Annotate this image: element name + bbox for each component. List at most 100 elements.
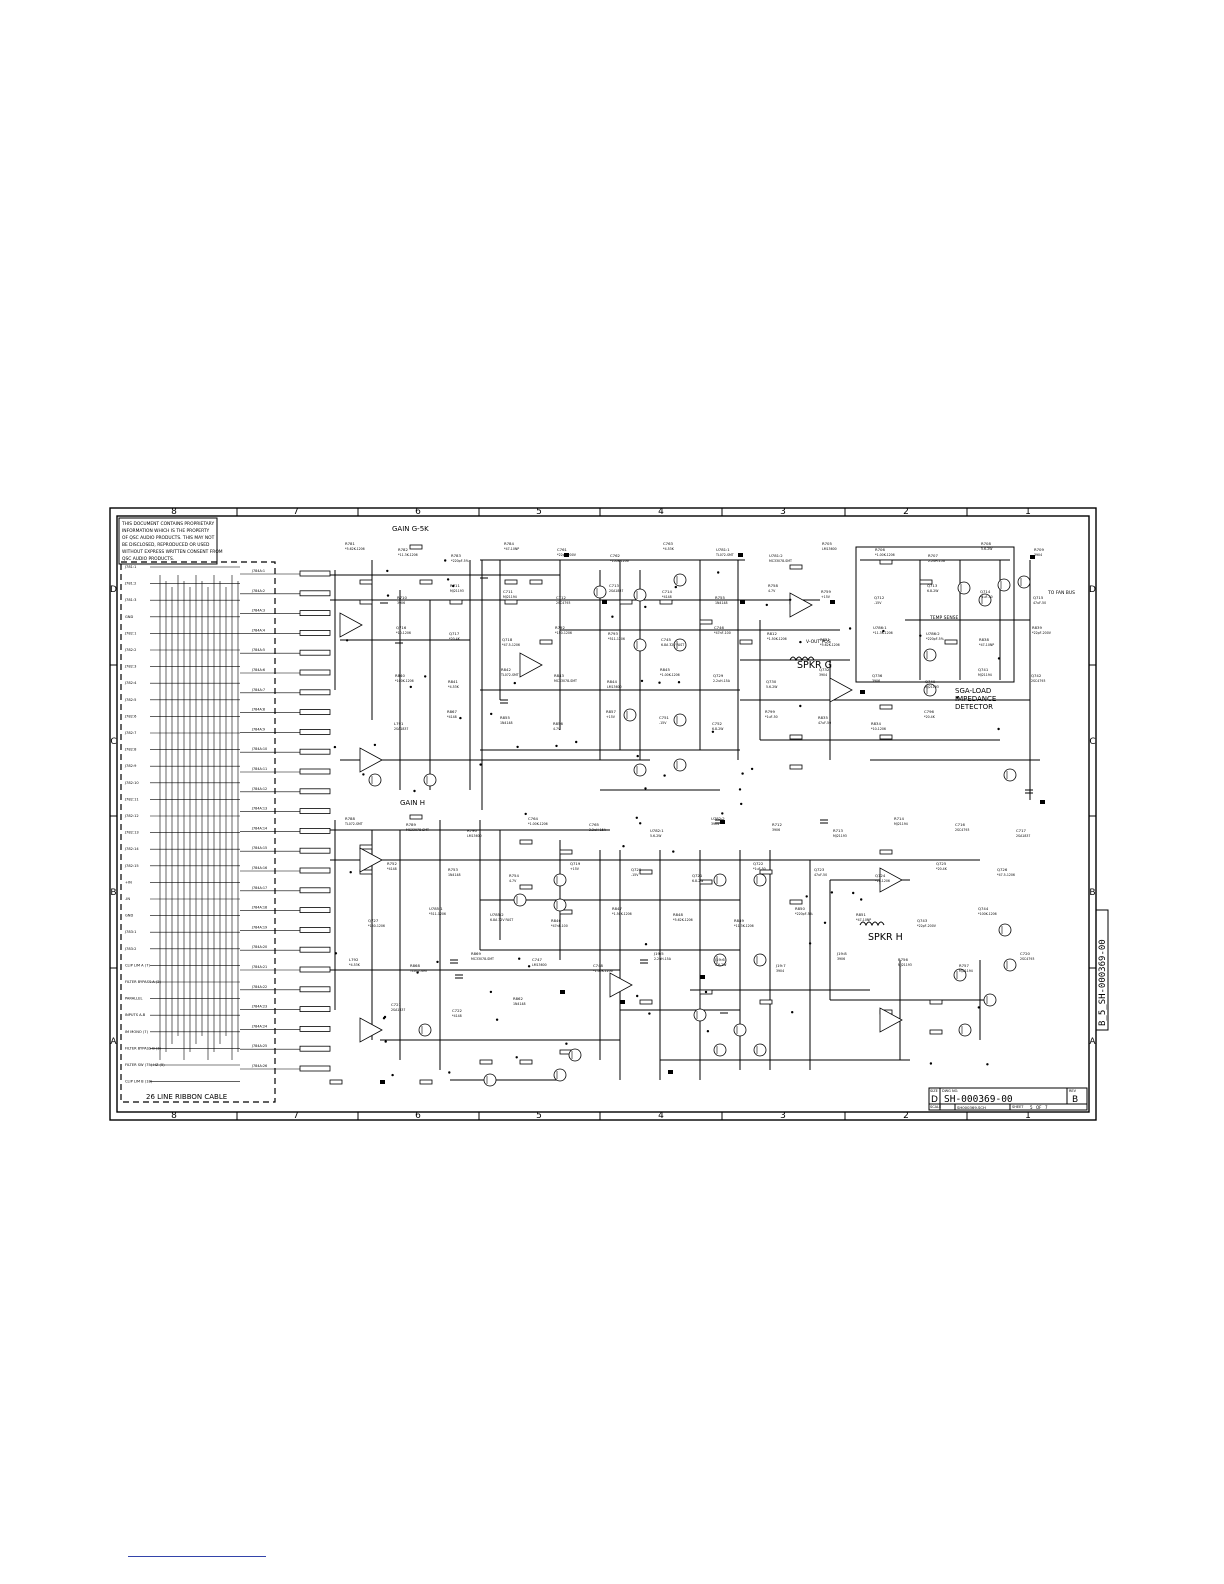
junction-dot	[424, 675, 427, 678]
transistor	[753, 953, 767, 967]
part-value: *47-10NP	[979, 643, 994, 647]
ribbon-pin-box	[299, 1045, 331, 1052]
part-value: *10-1206	[875, 879, 890, 883]
junction-dot	[929, 1062, 933, 1065]
junction-dot	[644, 787, 647, 790]
part-value: *4.53K	[663, 547, 675, 551]
transistor	[483, 1073, 497, 1087]
part-value: -15V	[874, 601, 882, 605]
notice-line-1: THIS DOCUMENT CONTAINS PROPRIETARY	[121, 521, 214, 527]
part-value: LM13600	[607, 685, 622, 689]
part-designator: R713	[833, 828, 843, 833]
transistor	[1017, 575, 1031, 589]
junction-dot	[765, 603, 768, 607]
sga-load-box	[855, 546, 1015, 683]
transistor	[673, 758, 687, 772]
transistor	[568, 1048, 582, 1062]
part-designator: C746	[714, 625, 724, 630]
title-revision: B	[1072, 1095, 1078, 1105]
part-designator: R851	[856, 912, 866, 917]
part-value: 3904	[1034, 553, 1042, 557]
transistor	[1003, 958, 1017, 972]
part-designator: C764	[528, 816, 538, 821]
part-designator: R755	[715, 595, 725, 600]
junction-dot	[860, 898, 863, 901]
resistor	[699, 619, 713, 625]
resistor	[519, 839, 533, 845]
ribbon-pin-label: J784A:15	[251, 846, 267, 850]
part-value: *220pF-5%	[795, 912, 813, 916]
part-designator: R710	[397, 595, 407, 600]
vout-pos-label: V-OUT POS	[806, 639, 831, 645]
transistor	[593, 585, 607, 599]
input-bus-lines	[159, 575, 239, 1060]
resistor	[504, 599, 518, 605]
left-input-label: J782:15	[124, 864, 139, 868]
sga-load-line-2: IMPEDANCE	[955, 695, 996, 703]
part-value: 3904	[711, 822, 719, 826]
junction-dot	[386, 594, 390, 597]
op-amp	[359, 1017, 383, 1043]
junction-dot	[524, 812, 527, 816]
ribbon-pin-label: J784A:11	[251, 767, 267, 771]
resistor	[639, 869, 653, 875]
junction-dot	[489, 990, 493, 994]
junction-dot	[852, 891, 855, 895]
connector-marker	[740, 600, 745, 604]
left-input-label: J782:11	[124, 797, 139, 801]
part-value: LM13600	[532, 963, 547, 967]
resistor	[789, 564, 803, 570]
part-value: -15V	[631, 873, 639, 877]
part-designator: R848	[673, 912, 683, 917]
part-value: 6.8-2W	[712, 727, 724, 731]
part-value: *4148	[662, 595, 672, 599]
part-designator: R781	[345, 541, 355, 546]
part-designator: C763	[663, 541, 673, 546]
junction-dot	[717, 571, 720, 574]
transistor	[673, 713, 687, 727]
resistor	[944, 639, 958, 645]
left-input-label: J782:4	[124, 681, 137, 685]
part-value: *20.4K	[924, 715, 936, 719]
junction-dot	[799, 640, 802, 644]
part-value: MJ21193	[450, 589, 464, 593]
part-designator: Q715	[1033, 595, 1044, 600]
part-value: 3904	[776, 969, 784, 973]
part-designator: R714	[894, 816, 904, 821]
transistor	[733, 1023, 747, 1037]
part-value: *1.00K-1206	[875, 553, 895, 557]
zone-col-2-bottom: 2	[903, 1111, 909, 1121]
footer-rule	[128, 1556, 266, 1557]
junction-dot	[622, 845, 625, 848]
junction-dot	[644, 943, 648, 946]
ribbon-pin-box	[299, 986, 331, 993]
part-designator: R838	[979, 637, 989, 642]
junction-dot	[706, 1030, 710, 1033]
connector-marker	[860, 690, 865, 694]
left-input-label: J782:8	[124, 748, 137, 752]
part-value: *100K-1206	[395, 679, 414, 683]
part-value: *10-1206	[871, 727, 886, 731]
ribbon-pin-box	[299, 966, 331, 973]
part-value: 2SA1837	[391, 1008, 405, 1012]
part-value: 47uF-50	[814, 873, 827, 877]
part-designator: Q723	[814, 867, 825, 872]
ribbon-pin-label: J784A:16	[251, 866, 267, 870]
resistor	[359, 599, 373, 605]
connector-marker	[560, 990, 565, 994]
part-value: *47-10NP	[856, 918, 871, 922]
part-value: 6.8-2W	[692, 879, 704, 883]
junction-dot	[436, 960, 439, 964]
part-value: 3904	[819, 673, 827, 677]
part-value: +15V	[606, 715, 616, 719]
ribbon-connector-labels: J784A:1J784A:2J784A:3J784A:4J784A:5J784A…	[240, 569, 331, 1072]
resistor	[789, 899, 803, 905]
resistor	[409, 544, 423, 550]
resistor	[559, 849, 573, 855]
transistor	[623, 708, 637, 722]
resistor	[419, 1079, 433, 1085]
ribbon-pin-label: J784A:13	[251, 807, 267, 811]
resistor	[929, 1029, 943, 1035]
transistor	[753, 873, 767, 887]
connector-marker	[720, 820, 725, 824]
